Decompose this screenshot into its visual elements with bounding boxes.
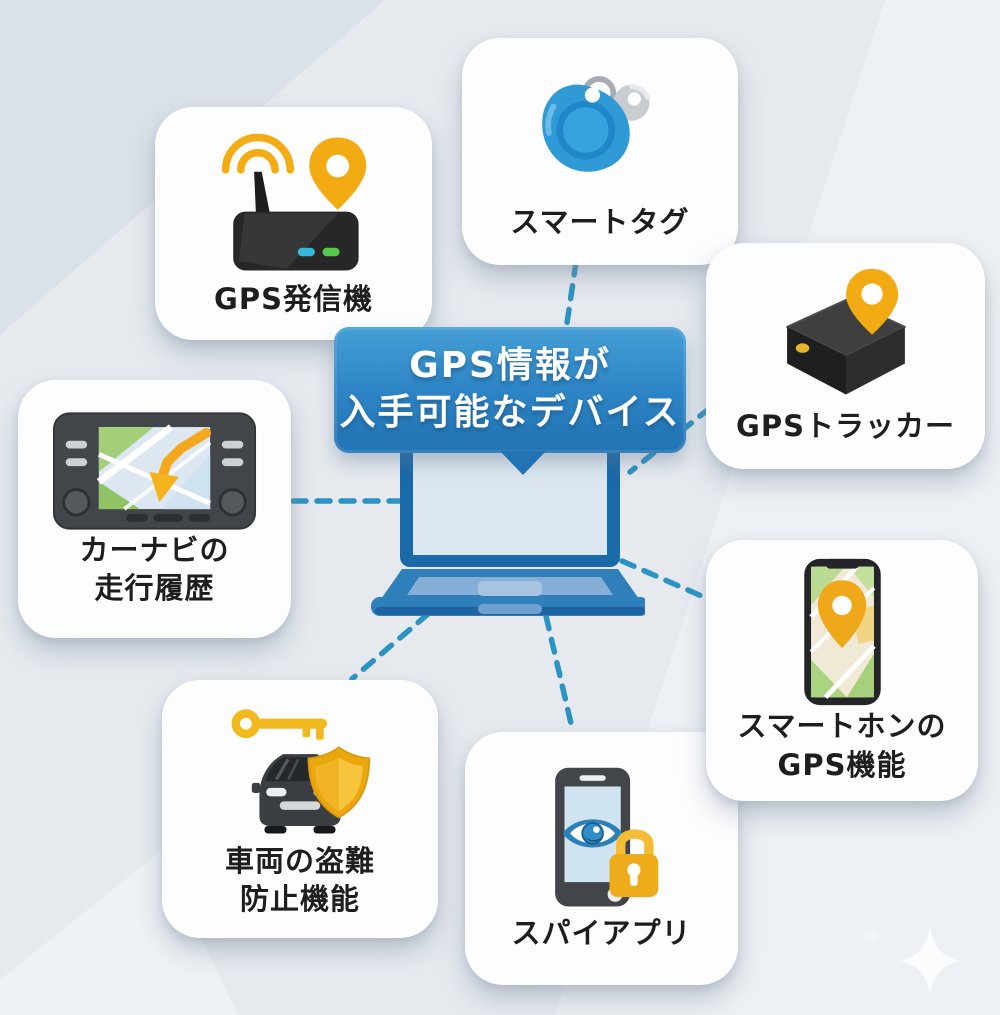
connector-smart-tag [563, 259, 579, 333]
card-smart-tag: スマートタグ [462, 38, 738, 265]
card-label-line1: スマートホンの [737, 709, 947, 744]
card-label-line2: 防止機能 [239, 882, 360, 916]
laptop-icon [371, 425, 645, 616]
smart-tag-key-icon [515, 61, 685, 203]
card-anti-theft: 車両の盗難防止機能 [162, 680, 438, 938]
padlock [609, 829, 658, 898]
car-navigation-icon [52, 411, 257, 531]
connector-spy-app [543, 613, 576, 735]
spy-app-phone-icon [522, 764, 682, 914]
card-label: GPS発信機 [214, 282, 373, 317]
gps-tracker-icon [761, 267, 931, 407]
card-label: GPSトラッカー [736, 408, 955, 443]
car-antitheft-icon [200, 700, 400, 842]
card-label-line2: GPS機能 [777, 747, 907, 782]
sparkle-icon [865, 926, 960, 994]
banner-tail-pointer [500, 451, 546, 475]
card-label: スマートタグ [510, 205, 690, 240]
card-label: スパイアプリ [511, 916, 692, 951]
card-label-line1: カーナビの [79, 532, 230, 567]
hub-banner: GPS情報が 入手可能なデバイス [334, 327, 686, 475]
hub-title-line2: 入手可能なデバイス [339, 392, 681, 433]
shield [307, 746, 371, 819]
car-key [231, 709, 328, 740]
card-label-line2: 走行履歴 [94, 571, 215, 605]
card-label-line1: 車両の盗難 [224, 843, 375, 878]
card-spy-app: スパイアプリ [465, 732, 738, 985]
smartphone-map-icon [795, 557, 890, 707]
connector-anti-theft [349, 611, 431, 682]
card-label: カーナビの走行履歴 [79, 531, 229, 608]
card-car-nav: カーナビの走行履歴 [18, 380, 291, 638]
connector-smartphone-gps [619, 558, 709, 601]
gps-transmitter-icon [194, 128, 394, 280]
card-label: 車両の盗難防止機能 [225, 842, 375, 919]
eye [562, 819, 623, 848]
card-gps-tracker: GPSトラッカー [706, 243, 985, 469]
card-gps-transmitter: GPS発信機 [155, 107, 432, 340]
hub-title-line1: GPS情報が [409, 345, 611, 387]
